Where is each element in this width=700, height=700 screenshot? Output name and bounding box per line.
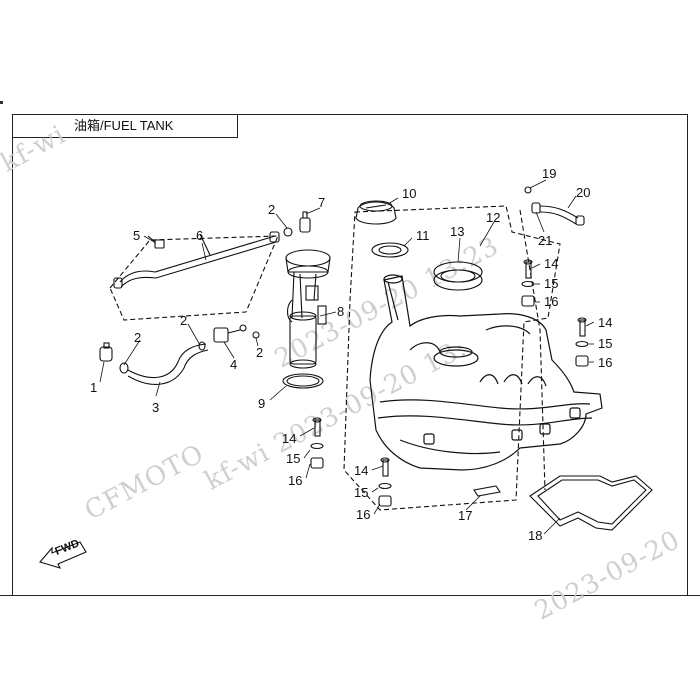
callout-16: 16 xyxy=(544,294,558,309)
callout-9: 9 xyxy=(258,396,265,411)
o-ring-icon xyxy=(282,373,324,389)
lock-ring-icon xyxy=(433,261,483,291)
callout-15: 15 xyxy=(598,336,612,351)
callout-21: 21 xyxy=(538,233,552,248)
callout-2: 2 xyxy=(268,202,275,217)
fwd-label: FWD xyxy=(53,537,81,558)
cap-gasket-icon xyxy=(371,242,409,258)
bolt-set-icon xyxy=(310,417,324,469)
fuel-hose-icon xyxy=(113,231,280,289)
callout-19: 19 xyxy=(542,166,556,181)
clip-icon xyxy=(147,235,165,249)
bolt-set-icon xyxy=(575,317,589,367)
callout-16: 16 xyxy=(356,507,370,522)
fuel-pump-icon xyxy=(285,249,331,369)
bolt-set-icon xyxy=(378,457,392,507)
bolt-set-icon xyxy=(521,259,535,307)
callout-3: 3 xyxy=(152,400,159,415)
callout-13: 13 xyxy=(450,224,464,239)
clamp-icon xyxy=(283,211,311,237)
callout-16: 16 xyxy=(288,473,302,488)
callout-20: 20 xyxy=(576,185,590,200)
callout-15: 15 xyxy=(544,276,558,291)
callout-2: 2 xyxy=(256,345,263,360)
callout-14: 14 xyxy=(282,431,296,446)
strap-icon xyxy=(473,485,501,497)
callout-17: 17 xyxy=(458,508,472,523)
corner-mark xyxy=(0,101,3,104)
callout-14: 14 xyxy=(598,315,612,330)
connector-icon xyxy=(99,342,113,362)
sensor-icon xyxy=(213,324,260,343)
callout-1: 1 xyxy=(90,380,97,395)
callout-10: 10 xyxy=(402,186,416,201)
hose-group-outline xyxy=(109,235,279,321)
callout-2: 2 xyxy=(180,313,187,328)
fwd-arrow-icon xyxy=(39,541,87,569)
callout-7: 7 xyxy=(318,195,325,210)
short-hose-icon xyxy=(119,341,209,385)
callout-14: 14 xyxy=(354,463,368,478)
callout-16: 16 xyxy=(598,355,612,370)
tank-pad-icon xyxy=(529,475,653,531)
callout-2: 2 xyxy=(134,330,141,345)
callout-8: 8 xyxy=(337,304,344,319)
callout-4: 4 xyxy=(230,357,237,372)
callout-12: 12 xyxy=(486,210,500,225)
callout-5: 5 xyxy=(133,228,140,243)
bottom-rule xyxy=(0,595,700,596)
callout-15: 15 xyxy=(354,485,368,500)
fuel-cap-icon xyxy=(355,200,397,225)
fuel-tank-icon xyxy=(369,274,603,471)
callout-14: 14 xyxy=(544,256,558,271)
callout-18: 18 xyxy=(528,528,542,543)
callout-6: 6 xyxy=(196,228,203,243)
tank-group-outline xyxy=(343,205,561,511)
page-title: 油箱/FUEL TANK xyxy=(12,114,238,138)
callout-11: 11 xyxy=(416,228,430,243)
callout-15: 15 xyxy=(286,451,300,466)
